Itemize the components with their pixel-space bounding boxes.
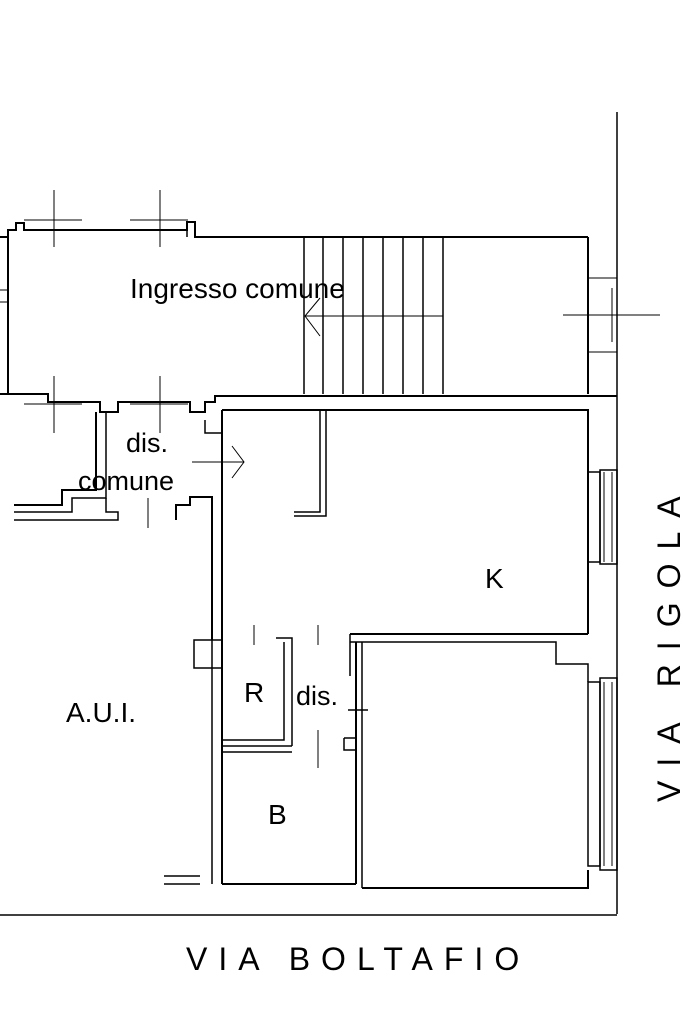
label-via-boltafio: VIA BOLTAFIO: [186, 941, 530, 977]
label-via-rigola: VIA RIGOLA: [651, 482, 683, 802]
label-aui: A.U.I.: [66, 697, 136, 728]
label-bath: B: [268, 799, 287, 830]
street-boundary: [0, 112, 618, 916]
label-dis: dis.: [296, 681, 338, 711]
label-ingresso-comune: Ingresso comune: [130, 273, 345, 304]
label-dis-comune-line2: comune: [78, 466, 174, 496]
label-dis-comune-line1: dis.: [126, 428, 168, 458]
entrance-hall: [0, 190, 660, 433]
staircase: [303, 237, 444, 394]
common-corridor: [14, 412, 245, 640]
apartment-walls: [164, 409, 618, 889]
label-kitchen: K: [485, 563, 504, 594]
label-r: R: [244, 677, 264, 708]
interior-partitions: [221, 625, 368, 888]
room-labels: Ingresso comune dis. comune K A.U.I. R d…: [66, 273, 683, 977]
